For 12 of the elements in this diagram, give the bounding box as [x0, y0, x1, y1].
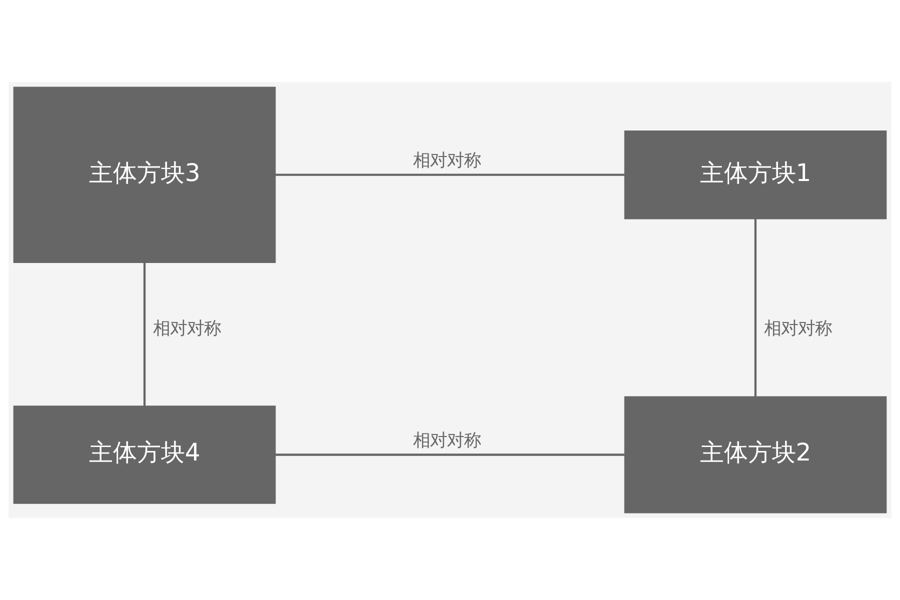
edge-label: 相对对称	[413, 150, 482, 171]
node-box: 主体方块4	[13, 406, 276, 504]
node-box: 主体方块2	[624, 396, 887, 514]
edge-label: 相对对称	[764, 319, 832, 340]
node-box: 主体方块1	[624, 130, 887, 220]
connector	[275, 174, 624, 176]
connector	[275, 454, 624, 456]
edge-label: 相对对称	[413, 430, 482, 451]
connector	[754, 218, 757, 397]
connector	[143, 262, 146, 406]
node-box: 主体方块3	[13, 86, 276, 263]
edge-label: 相对对称	[152, 319, 221, 340]
